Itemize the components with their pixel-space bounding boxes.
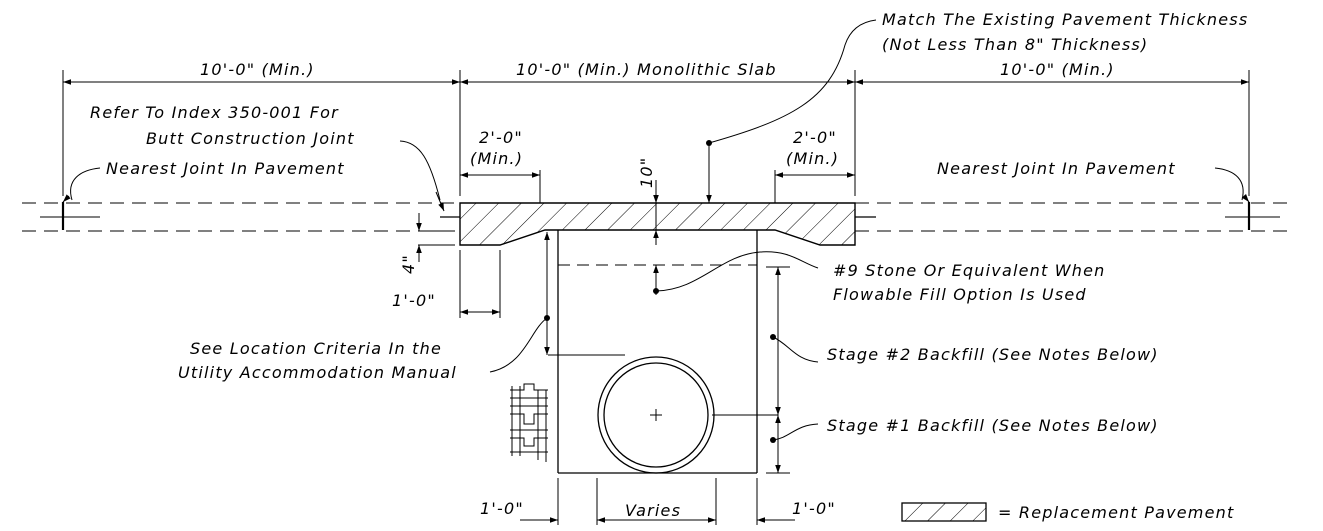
left-edge-label: 2'-0" [479, 128, 523, 147]
location-dimension [489, 232, 550, 373]
right-edge-min-label: (Min.) [786, 149, 839, 168]
refer-index-line2: Butt Construction Joint [146, 129, 355, 148]
soil-symbol [510, 383, 548, 462]
stone-line1: #9 Stone Or Equivalent When [833, 261, 1105, 280]
step-depth-label: 4" [399, 254, 418, 274]
joint-right-label: Nearest Joint In Pavement [937, 159, 1176, 178]
right-edge-label: 2'-0" [793, 128, 837, 147]
pipe [597, 356, 778, 474]
replacement-slab [459, 202, 856, 246]
legend-label: = Replacement Pavement [998, 503, 1234, 522]
location-line2: Utility Accommodation Manual [178, 363, 457, 382]
stone-dimension [653, 251, 819, 295]
legend-swatch [901, 502, 987, 522]
left-span-label: 10'-0" (Min.) [200, 60, 315, 79]
match-thickness-line2: (Not Less Than 8" Thickness) [882, 35, 1148, 54]
left-edge-min-label: (Min.) [470, 149, 523, 168]
top-dimensions [62, 70, 1250, 203]
existing-pavement-lines [22, 202, 1295, 232]
thickness-dimension [648, 180, 664, 245]
nearest-joint-marks [61, 202, 1251, 230]
refer-index-line1: Refer To Index 350-001 For [90, 103, 339, 122]
bottom-left-label: 1'-0" [480, 499, 524, 518]
match-thickness-line1: Match The Existing Pavement Thickness [882, 10, 1248, 29]
joint-left-label: Nearest Joint In Pavement [106, 159, 345, 178]
stone-line2: Flowable Fill Option Is Used [833, 285, 1087, 304]
stage2-label: Stage #2 Backfill (See Notes Below) [827, 345, 1159, 364]
step-depth-dimension [416, 213, 455, 262]
callout-leaders [62, 140, 1250, 212]
center-span-label: 10'-0" (Min.) Monolithic Slab [516, 60, 777, 79]
step-width-label: 1'-0" [392, 291, 436, 310]
trench [548, 230, 758, 474]
bottom-dimensions [520, 478, 795, 525]
match-thickness-leader [706, 19, 877, 203]
slab-thickness-label: 10" [637, 157, 656, 188]
stage1-label: Stage #1 Backfill (See Notes Below) [827, 416, 1159, 435]
right-span-label: 10'-0" (Min.) [1000, 60, 1115, 79]
step-width-dimension [459, 250, 501, 318]
bottom-center-label: Varies [625, 501, 681, 520]
bottom-right-label: 1'-0" [792, 499, 836, 518]
location-line1: See Location Criteria In the [190, 339, 442, 358]
backfill-dimensions [766, 266, 819, 474]
